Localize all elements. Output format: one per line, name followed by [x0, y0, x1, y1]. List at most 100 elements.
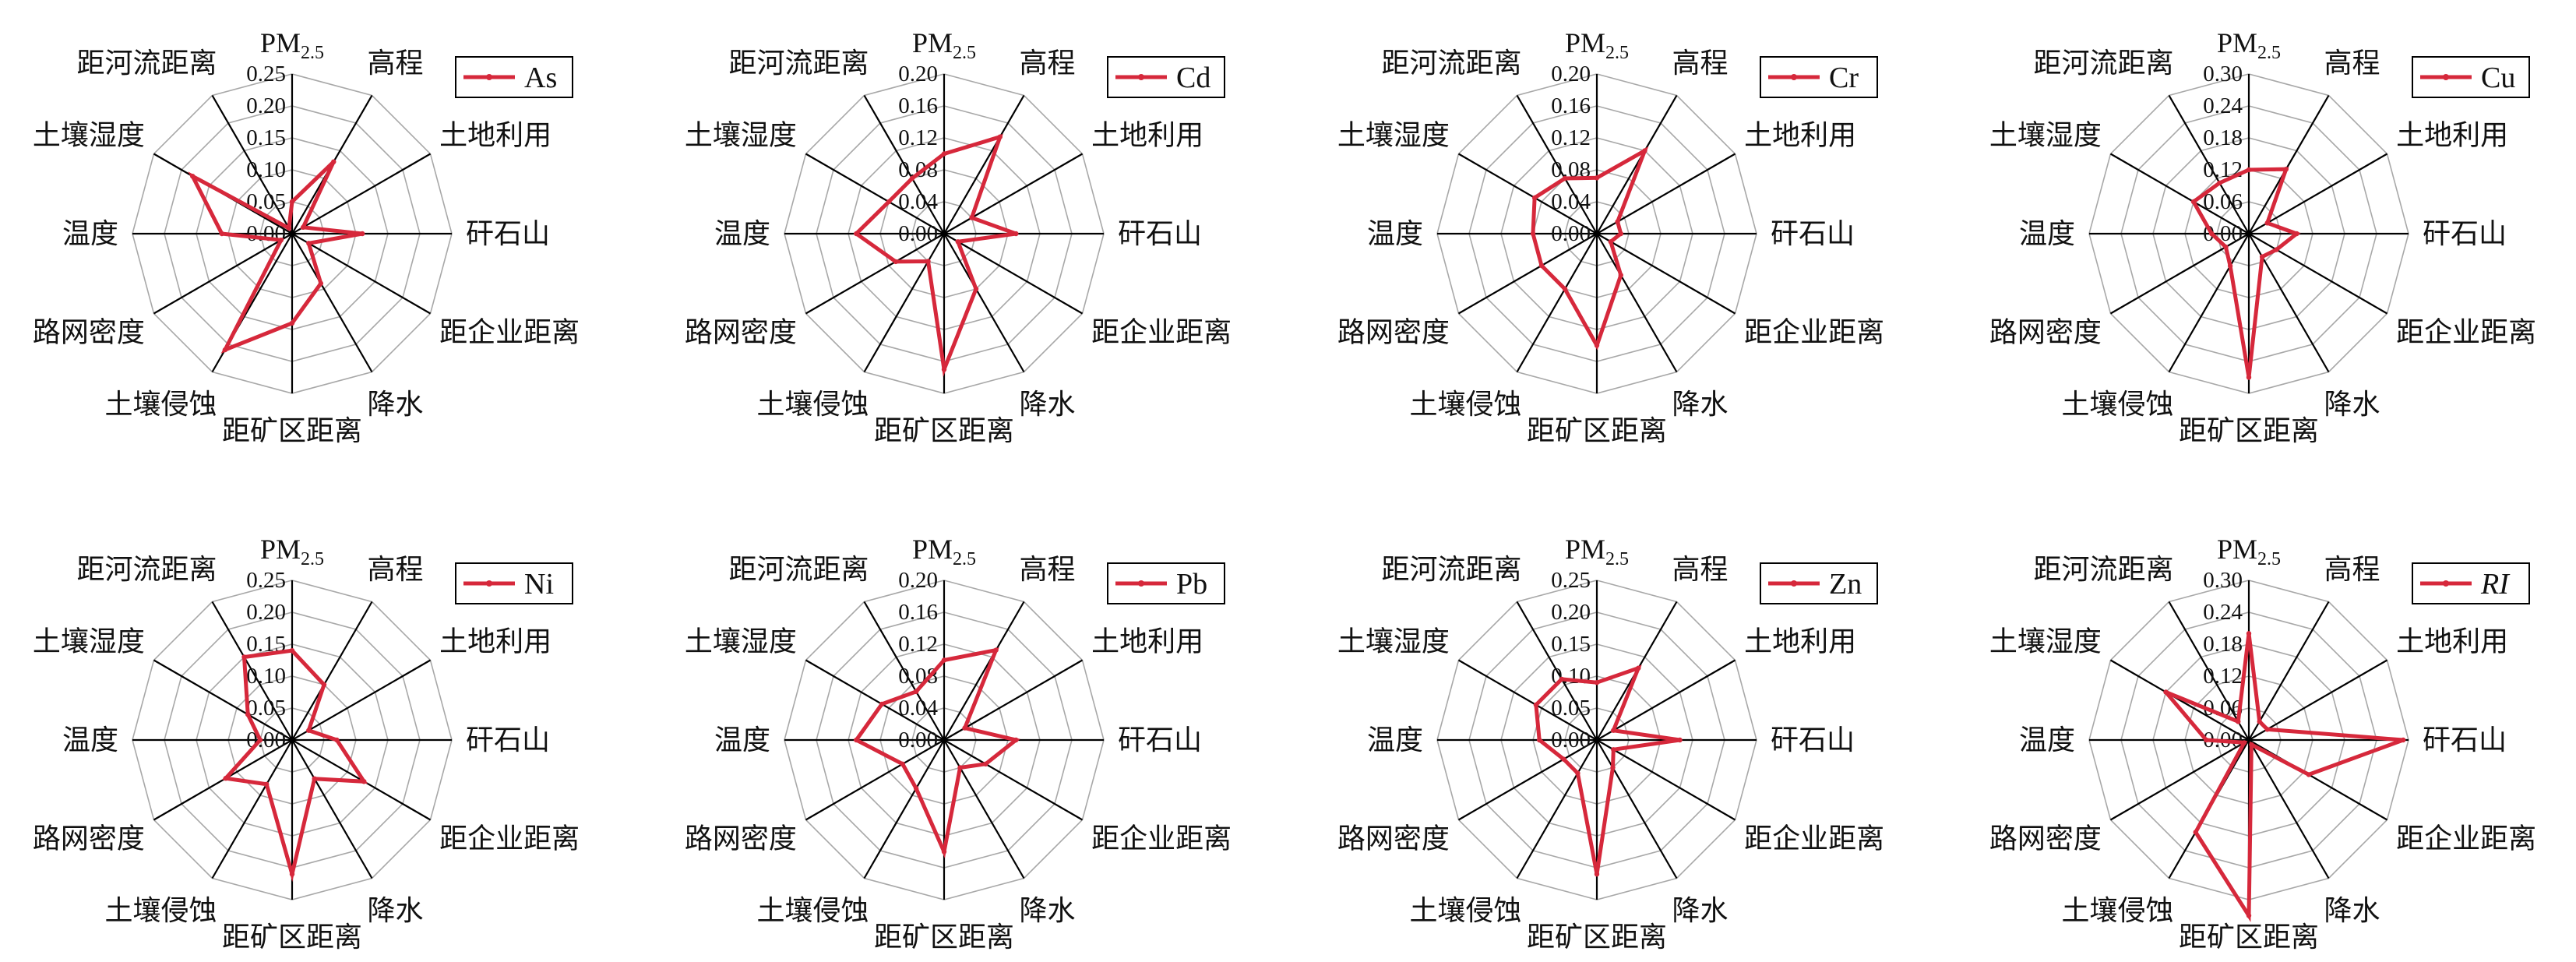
data-point [913, 689, 919, 695]
data-point [973, 286, 979, 292]
data-point [1642, 148, 1647, 153]
data-point [1537, 737, 1542, 743]
legend-label: Cu [2481, 62, 2515, 94]
axis-label: 土壤侵蚀 [2061, 895, 2173, 927]
axis-label: 高程 [1020, 48, 1076, 79]
axis-label: 土壤湿度 [1337, 120, 1450, 152]
axis-label: 土地利用 [1744, 120, 1856, 152]
data-point [289, 872, 295, 877]
data-point [1636, 665, 1641, 671]
axis-spoke [2168, 601, 2250, 741]
data-point [941, 151, 947, 157]
data-point [2246, 375, 2252, 380]
data-point [241, 654, 247, 660]
data-point [879, 701, 885, 707]
radial-tick-label: 0.25 [1551, 568, 1591, 593]
radial-tick-label: 0.05 [246, 696, 286, 721]
axis-label: 距企业距离 [439, 823, 580, 855]
radial-tick-label: 0.00 [1551, 728, 1591, 752]
axis-label: 距矿区距离 [222, 415, 362, 447]
radial-tick-label: 0.05 [1551, 696, 1591, 721]
axis-spoke [863, 739, 945, 879]
axis-spoke [2109, 659, 2250, 741]
data-point [2193, 830, 2198, 835]
data-point [1538, 263, 1545, 269]
data-point [264, 781, 270, 787]
data-point [2190, 199, 2197, 205]
radial-tick-label: 0.25 [246, 568, 286, 593]
axis-label: 温度 [2019, 218, 2075, 250]
axis-label: 矸石山 [1118, 724, 1202, 756]
data-point [2223, 244, 2229, 250]
axis-label: 温度 [714, 724, 770, 756]
axis-label: 土壤湿度 [1989, 120, 2102, 152]
radial-tick-label: 0.04 [898, 189, 938, 214]
data-point [1562, 286, 1568, 292]
axis-label: 温度 [1367, 218, 1423, 250]
axis-label: 矸石山 [2423, 218, 2507, 250]
axis-spoke [211, 94, 293, 234]
data-point [854, 737, 859, 743]
data-point [2204, 737, 2209, 743]
data-point [2246, 631, 2252, 636]
legend-marker [486, 580, 492, 587]
radial-tick-label: 0.20 [246, 93, 286, 118]
legend-marker [486, 74, 492, 80]
axis-spoke [291, 601, 373, 741]
axis-label: 路网密度 [1989, 317, 2102, 349]
axis-spoke [1457, 233, 1598, 315]
data-point [223, 776, 228, 781]
axis-label: 降水 [1020, 895, 1076, 927]
axis-label: 距矿区距离 [874, 921, 1014, 953]
axis-spoke [863, 233, 945, 373]
axis-spoke [1596, 233, 1678, 373]
axis-label: 矸石山 [466, 218, 550, 250]
axis-spoke [291, 659, 432, 741]
axis-spoke [863, 601, 945, 741]
data-point [306, 728, 312, 733]
radial-tick-label: 0.06 [2203, 189, 2243, 214]
axis-spoke [1596, 739, 1736, 821]
radial-tick-label: 0.10 [246, 664, 286, 689]
data-point [2217, 180, 2222, 186]
axis-spoke [291, 233, 373, 373]
data-point [1533, 702, 1539, 708]
axis-label: 土地利用 [439, 120, 551, 152]
axis-label: 路网密度 [1337, 823, 1450, 855]
axis-label: 矸石山 [1771, 218, 1855, 250]
axis-label: 土壤湿度 [1989, 626, 2102, 658]
legend-label: RI [2480, 568, 2511, 601]
axis-label: 土地利用 [1091, 120, 1203, 152]
axis-label: 高程 [368, 554, 424, 586]
axis-label: 路网密度 [685, 317, 797, 349]
axis-spoke [943, 94, 1025, 234]
axis-label: 土壤侵蚀 [756, 389, 869, 421]
data-point [334, 737, 340, 743]
axis-label: 土地利用 [2396, 120, 2508, 152]
data-point [969, 215, 974, 220]
data-point [278, 238, 284, 243]
axis-label: 土壤侵蚀 [104, 389, 217, 421]
axis-label: 温度 [714, 218, 770, 250]
axis-label: 距河流距离 [1381, 554, 1521, 586]
axis-label: 高程 [2324, 554, 2380, 586]
axis-label: 土壤侵蚀 [1409, 895, 1521, 927]
axis-label: 降水 [368, 389, 424, 421]
radial-tick-label: 0.20 [1551, 600, 1591, 625]
axis-label: 高程 [1672, 554, 1728, 586]
data-point [2257, 719, 2262, 724]
axis-spoke [211, 739, 293, 879]
axis-spoke [291, 153, 432, 234]
data-point [190, 174, 196, 179]
axis-label: 距企业距离 [2396, 317, 2536, 349]
data-point [1562, 175, 1568, 181]
axis-spoke [2109, 153, 2250, 234]
legend-label: Zn [1829, 568, 1862, 601]
data-point [318, 280, 324, 287]
data-point [893, 259, 899, 265]
